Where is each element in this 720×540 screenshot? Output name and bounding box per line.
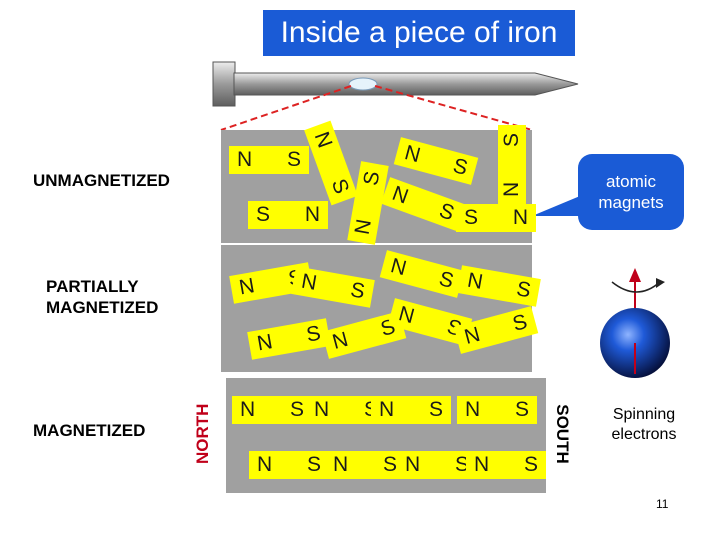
callout-pointer <box>532 196 580 216</box>
zoom-spot <box>348 77 378 91</box>
south-label: SOUTH <box>553 404 572 464</box>
nail-head <box>212 61 236 107</box>
north-label: NORTH <box>193 403 212 464</box>
atomic-magnets-callout: atomic magnets <box>578 154 684 230</box>
unmagnetized-label: UNMAGNETIZED <box>33 171 170 190</box>
slide-title: Inside a piece of iron <box>263 10 575 56</box>
zoom-line-right <box>374 85 533 131</box>
spin-arrowhead-icon <box>656 278 665 288</box>
callout-text: atomic magnets <box>598 172 664 212</box>
page-number: 11 <box>656 497 669 511</box>
magnetized-label: MAGNETIZED <box>33 421 146 440</box>
partially-magnetized-label: PARTIALLY MAGNETIZED <box>46 277 159 317</box>
spinning-electrons-caption: Spinning electrons <box>611 406 677 443</box>
zoom-line-left <box>220 85 352 131</box>
nail-shank <box>233 72 579 96</box>
spin-axis-arrowhead <box>629 268 641 282</box>
